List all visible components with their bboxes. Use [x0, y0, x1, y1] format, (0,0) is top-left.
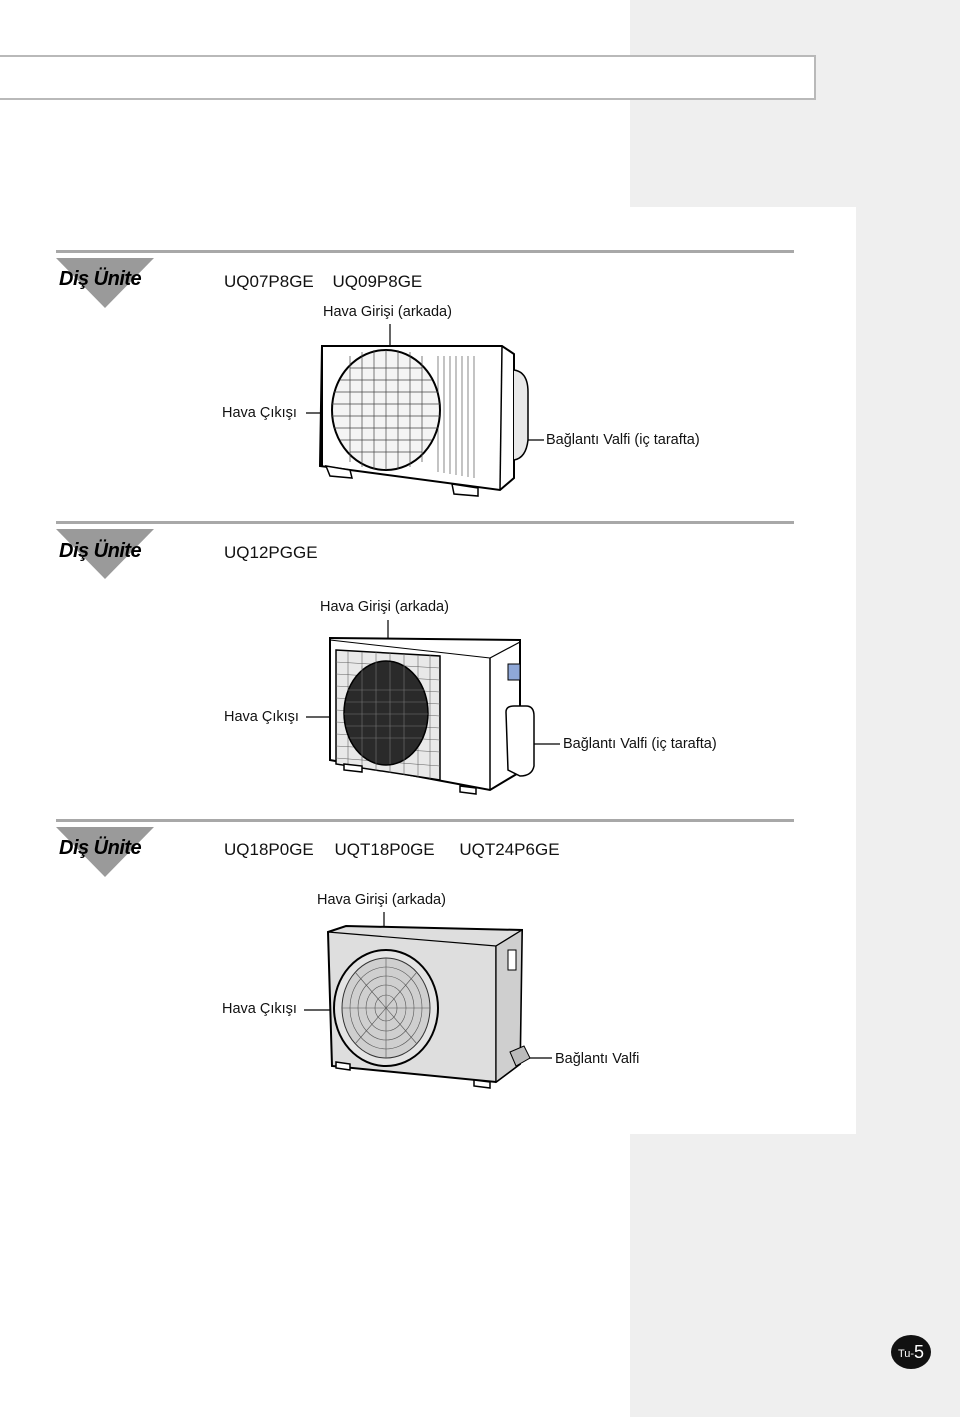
valve-label: Bağlantı Valfi (iç tarafta) [563, 736, 717, 752]
section-triangle-icon [56, 529, 154, 579]
model-name: UQ07P8GE [224, 272, 314, 291]
air-outlet-label: Hava Çıkışı [224, 709, 299, 725]
air-inlet-label: Hava Girişi (arkada) [323, 304, 452, 320]
air-outlet-label: Hava Çıkışı [222, 405, 297, 421]
side-band-bottom [630, 1134, 960, 1417]
model-name: UQT24P6GE [459, 840, 560, 859]
section-rule [56, 819, 794, 822]
model-list: UQ18P0GE UQT18P0GE UQT24P6GE [224, 840, 574, 860]
outdoor-unit-illustration [306, 324, 544, 497]
model-name: UQT18P0GE [334, 840, 435, 859]
section-title: Diş Ünite [59, 268, 142, 290]
section-triangle-icon [56, 827, 154, 877]
section-title: Diş Ünite [59, 837, 142, 859]
section-title: Diş Ünite [59, 540, 142, 562]
outdoor-unit-illustration [306, 620, 560, 795]
side-band-top [630, 0, 960, 207]
page-number: 5 [914, 1341, 925, 1362]
valve-label: Bağlantı Valfi [555, 1051, 640, 1067]
valve-label: Bağlantı Valfi (iç tarafta) [546, 432, 700, 448]
air-outlet-label: Hava Çıkışı [222, 1001, 297, 1017]
model-list: UQ07P8GE UQ09P8GE [224, 272, 436, 292]
page-number-badge: Tu- 5 [891, 1335, 931, 1369]
air-inlet-label: Hava Girişi (arkada) [320, 599, 449, 615]
model-name: UQ18P0GE [224, 840, 314, 859]
model-name: UQ12PGGE [224, 543, 318, 562]
page-prefix: Tu- [897, 1348, 915, 1360]
header-bar [0, 55, 816, 100]
model-name: UQ09P8GE [332, 272, 423, 291]
outdoor-unit-illustration [304, 912, 552, 1089]
air-inlet-label: Hava Girişi (arkada) [317, 892, 446, 908]
section-triangle-icon [56, 258, 154, 308]
section-rule [56, 250, 794, 253]
section-rule [56, 521, 794, 524]
side-band-right [856, 207, 960, 1134]
model-list: UQ12PGGE [224, 543, 332, 563]
